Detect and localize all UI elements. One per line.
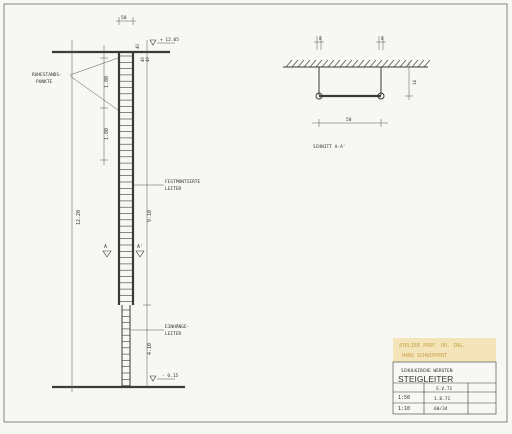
section-dim-width: 50 <box>346 117 352 123</box>
hatch-stroke <box>363 59 371 68</box>
tb-sheet-no: S.V.71 <box>436 386 453 392</box>
hatch-stroke <box>417 59 425 68</box>
total-height-label: 12.20 <box>76 210 82 225</box>
ground-level-label: - 0.15 <box>162 373 179 379</box>
section-dim-top-left: 8 <box>319 36 322 41</box>
hatch-stroke <box>369 59 377 68</box>
stamp-line1: ATELIER PROF. DR. ING. <box>399 343 465 349</box>
hatch-stroke <box>357 59 365 68</box>
top-width-label: 50 <box>121 15 127 21</box>
hatch-stroke <box>393 59 401 68</box>
hatch-stroke <box>423 59 431 68</box>
hatch-stroke <box>351 59 359 68</box>
leader-rest-2 <box>69 75 119 111</box>
stamp-line2: HANS SCHWIPPERT <box>402 353 447 359</box>
leader-rest-1 <box>69 57 119 76</box>
tb-scale2: 1:10 <box>398 406 410 412</box>
hatch-stroke <box>303 59 311 68</box>
tb-title: STEIGLEITER <box>398 374 453 384</box>
svg-text:FESTMONTIERTE: FESTMONTIERTE <box>165 179 201 185</box>
hatch-stroke <box>339 59 347 68</box>
tb-scale1: 1:50 <box>398 395 410 401</box>
section-marker-a: A <box>104 244 107 250</box>
hatch-stroke <box>297 59 305 68</box>
svg-text:40: 40 <box>140 57 145 62</box>
ladder-rungs-fixed <box>119 55 133 303</box>
title-block: SCHULKIRCHE WERSTEN STEIGLEITER S.V.71 1… <box>392 361 497 415</box>
hatch-stroke <box>381 59 389 68</box>
section-marker-a-prime: A' <box>137 244 143 250</box>
svg-text:LEITER: LEITER <box>165 186 182 192</box>
section-caption: SCHNITT A-A' <box>313 144 346 150</box>
dim-180-a: 1.80 <box>104 76 110 88</box>
hatch-stroke <box>387 59 395 68</box>
rest-points-note-line2: PUNKTE <box>36 79 53 85</box>
hatch-stroke <box>291 59 299 68</box>
section-hatching <box>285 59 431 68</box>
tb-date: 1.8.71 <box>434 396 451 402</box>
top-level-label: + 12.05 <box>160 37 179 43</box>
level-marker-ground <box>149 375 157 382</box>
hatch-stroke <box>399 59 407 68</box>
architect-stamp <box>393 338 496 362</box>
section-dim-top-right: 8 <box>381 36 384 41</box>
hatch-stroke <box>345 59 353 68</box>
rest-points-note-line1: RUHESTANDS- <box>32 72 62 78</box>
hatch-stroke <box>309 59 317 68</box>
tb-ref: 60/34 <box>434 406 448 412</box>
hatch-stroke <box>285 59 293 68</box>
section-stile-right-profile <box>377 92 385 100</box>
hatch-stroke <box>411 59 419 68</box>
tb-project: SCHULKIRCHE WERSTEN <box>401 368 453 374</box>
svg-text:40: 40 <box>145 57 150 62</box>
ladder-height-label: 9.10 <box>147 210 153 222</box>
section-stile-left-profile <box>315 92 323 100</box>
sheet-border <box>3 3 508 423</box>
bottom-dim-label: 4.10 <box>147 343 153 355</box>
hatch-stroke <box>315 59 323 68</box>
hatch-stroke <box>321 59 329 68</box>
hatch-stroke <box>333 59 341 68</box>
dim-180-b: 1.80 <box>104 128 110 140</box>
hatch-stroke <box>327 59 335 68</box>
svg-text:LEITER: LEITER <box>165 331 182 337</box>
svg-text:40: 40 <box>135 44 140 49</box>
section-dim-height: 14 <box>412 80 417 85</box>
hatch-stroke <box>375 59 383 68</box>
level-marker-top <box>149 39 157 46</box>
ladder-rungs-hook <box>122 309 130 386</box>
svg-text:EINHÄNGE-: EINHÄNGE- <box>165 323 189 330</box>
